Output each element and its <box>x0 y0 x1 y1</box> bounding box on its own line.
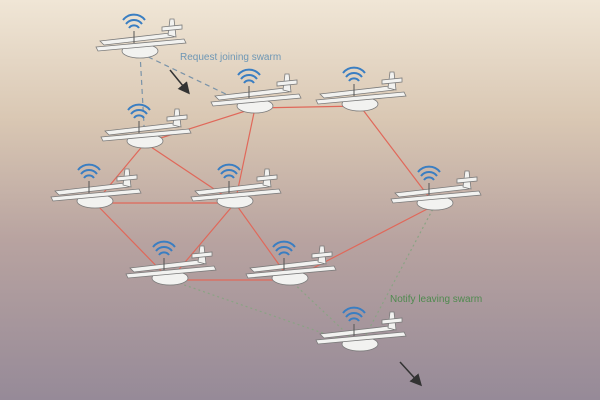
join-request-label: Request joining swarm <box>180 52 281 63</box>
motion-arrows <box>169 69 423 387</box>
link-leave-d7-leaving <box>359 204 436 347</box>
drone-d5 <box>50 163 142 209</box>
link-leave-d8-leaving <box>169 279 361 347</box>
join-motion-arrow <box>169 69 190 95</box>
drone-d4 <box>100 103 192 149</box>
link-join-joining-d2 <box>139 52 256 109</box>
leave-motion-arrow <box>399 361 423 387</box>
drone-leaving <box>315 306 407 352</box>
link-mesh-d6-d8 <box>169 202 236 281</box>
drone-d9 <box>245 240 337 286</box>
drone-joining <box>95 13 187 59</box>
drone-d2 <box>210 68 302 114</box>
link-mesh-d2-d4 <box>144 107 256 144</box>
drone-d6 <box>190 163 282 209</box>
leave-notify-label: Notify leaving swarm <box>390 294 482 305</box>
link-mesh-d3-d7 <box>359 105 436 206</box>
drone-d3 <box>315 66 407 112</box>
drone-d7 <box>390 165 482 211</box>
